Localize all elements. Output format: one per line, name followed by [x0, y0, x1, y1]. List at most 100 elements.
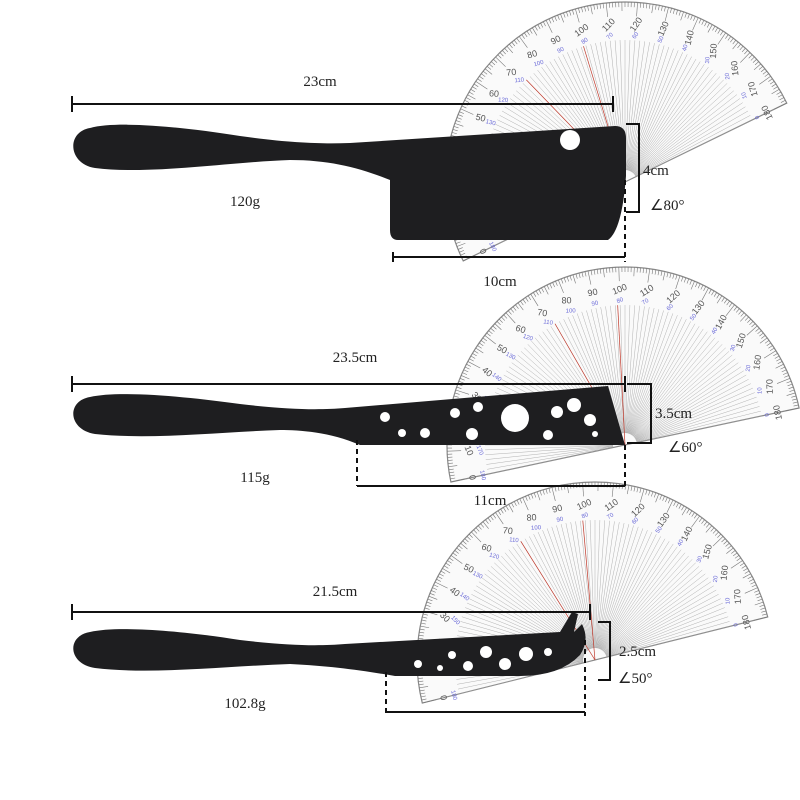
protractor-tick [558, 279, 564, 294]
protractor-ray [585, 520, 595, 649]
protractor-ray [628, 45, 665, 171]
protractor-tick [590, 270, 593, 276]
protractor-inner-number: 10 [741, 91, 749, 100]
protractor-tick [740, 314, 747, 322]
protractor-tick [701, 20, 705, 25]
protractor-ray [635, 370, 744, 439]
protractor-tick [751, 584, 757, 588]
protractor-ray [630, 321, 691, 435]
protractor-tick [720, 30, 724, 36]
protractor-tick [642, 267, 644, 273]
protractor-ray [600, 538, 666, 650]
protractor-tick [701, 287, 709, 301]
protractor-tick [642, 2, 645, 8]
protractor-tick [672, 8, 675, 14]
protractor-tick [636, 267, 638, 273]
protractor-ray [633, 83, 728, 174]
protractor-tick [425, 604, 431, 607]
protractor-tick [572, 9, 575, 15]
dimension-lines [71, 96, 652, 716]
protractor-tick [606, 267, 608, 273]
protractor-tick [496, 321, 501, 326]
protractor-tick [470, 89, 476, 93]
protractor-tick [789, 389, 795, 392]
protractor-tick [725, 304, 735, 316]
protractor-tick [732, 39, 737, 45]
protractor-tick [490, 327, 495, 332]
protractor-tick [445, 562, 451, 567]
protractor-tick [461, 375, 470, 380]
forked-cheese-knife [73, 612, 586, 676]
protractor-tick [654, 269, 657, 275]
protractor-tick [599, 3, 601, 9]
protractor-tick [449, 557, 454, 562]
protractor-ray [595, 520, 601, 649]
protractor-tick [675, 274, 678, 280]
protractor-tick [672, 273, 675, 279]
protractor-tick [792, 398, 798, 401]
protractor-tick [449, 474, 455, 477]
protractor-inner-number: 40 [711, 326, 720, 335]
protractor-tick [612, 267, 614, 273]
protractor-tick [760, 607, 766, 610]
protractor-tick [560, 13, 564, 23]
protractor-tick [548, 18, 552, 24]
protractor-ray [586, 310, 622, 434]
protractor-tick [482, 521, 489, 529]
protractor-tick [636, 487, 639, 493]
protractor-tick [639, 267, 641, 273]
protractor-tick [633, 2, 635, 8]
protractor-tick [667, 498, 671, 504]
protractor-tick [675, 275, 681, 290]
protractor-tick [575, 8, 580, 23]
protractor-tick [678, 504, 682, 509]
protractor-ray [595, 520, 605, 649]
protractor-tick [726, 547, 734, 554]
protractor-tick [658, 5, 660, 11]
protractor-ray [628, 310, 664, 434]
protractor-tick [477, 345, 482, 349]
protractor-tick [456, 386, 462, 389]
knife-forked-body [73, 612, 586, 676]
protractor-tick [506, 45, 514, 54]
protractor-tick [522, 497, 529, 511]
protractor-scale-number: 160 [729, 60, 741, 76]
protractor-inner-number: 80 [616, 297, 625, 305]
protractor-tick [546, 284, 550, 290]
protractor-tick [527, 295, 532, 301]
protractor-tick [543, 21, 546, 27]
protractor-tick [505, 312, 516, 324]
protractor-tick [505, 505, 509, 511]
protractor-tick [587, 270, 592, 285]
protractor-inner-number: 0 [733, 622, 740, 627]
protractor-tick [764, 73, 769, 77]
protractor-tick [545, 20, 553, 33]
protractor-tick [721, 297, 725, 302]
protractor-tick [633, 267, 635, 277]
blade-holes [380, 398, 598, 440]
protractor-tick [786, 392, 796, 396]
protractor-tick [491, 61, 496, 66]
protractor-tick [475, 81, 488, 90]
protractor-tick [502, 50, 506, 55]
protractor-tick [647, 268, 651, 283]
protractor-tick [661, 5, 663, 11]
knife2-height-label: 3.5cm [655, 406, 692, 422]
protractor-tick [525, 297, 529, 302]
protractor-tick [681, 276, 684, 282]
protractor-tick [759, 604, 765, 607]
protractor-tick [744, 587, 758, 594]
protractor-tick [754, 590, 759, 593]
protractor-tick [530, 493, 534, 499]
protractor-ray [606, 621, 730, 657]
protractor-tick [461, 105, 467, 109]
protractor-tick [498, 318, 503, 323]
protractor-tick [651, 491, 654, 497]
protractor-tick [419, 631, 425, 634]
protractor-tick [422, 616, 428, 619]
protractor-tick [457, 247, 463, 250]
protractor-tick [687, 13, 690, 19]
protractor-tick [516, 38, 520, 43]
protractor-inner-number: 60 [632, 31, 641, 40]
protractor-inner-number: 130 [471, 571, 483, 581]
